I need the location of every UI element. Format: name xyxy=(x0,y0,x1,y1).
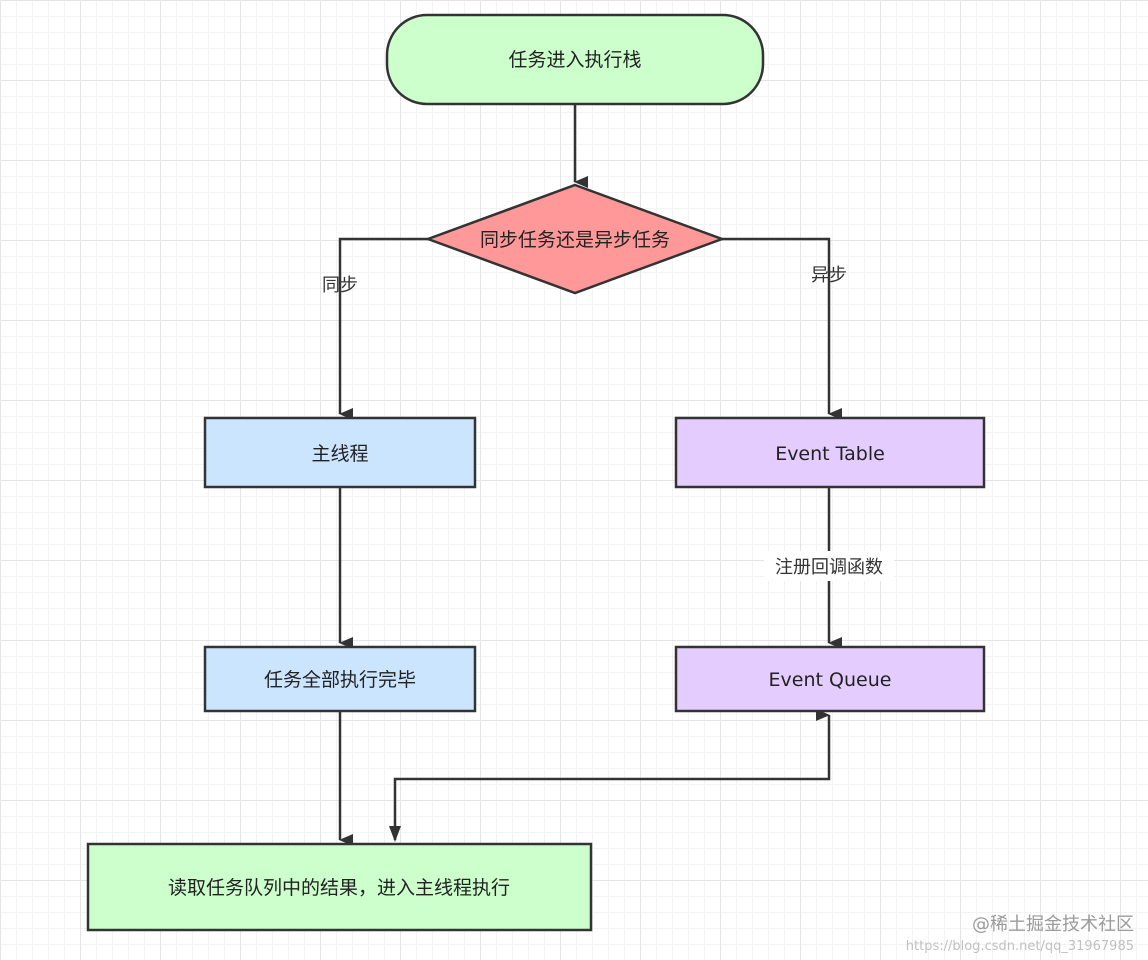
watermark-brand: @稀土掘金技术社区 xyxy=(972,914,1134,935)
read-queue-box xyxy=(86,842,593,932)
node-event-table: Event Table xyxy=(674,416,986,489)
sync-done-label: 任务全部执行完毕 xyxy=(264,669,416,691)
main-thread-label: 主线程 xyxy=(311,443,368,465)
node-start: 任务进入执行栈 xyxy=(385,13,765,106)
node-main-thread: 主线程 xyxy=(203,416,477,489)
node-sync-done: 任务全部执行完毕 xyxy=(203,645,477,713)
main-thread-box xyxy=(203,416,477,489)
start-label: 任务进入执行栈 xyxy=(508,49,641,71)
event-queue-box xyxy=(674,645,986,713)
decision-label: 同步任务还是异步任务 xyxy=(480,229,670,251)
node-decision: 同步任务还是异步任务 xyxy=(424,183,726,295)
event-table-box xyxy=(674,416,986,489)
start-terminal-shape xyxy=(385,13,765,106)
node-read-queue: 读取任务队列中的结果，进入主线程执行 xyxy=(86,842,593,932)
event-table-label: Event Table xyxy=(775,443,885,465)
decision-diamond-shape xyxy=(424,183,726,295)
edge-decision-to-main-thread xyxy=(338,237,428,420)
edge-decision-to-event-table xyxy=(722,237,842,420)
event-queue-label: Event Queue xyxy=(769,669,892,691)
sync-done-box xyxy=(203,645,477,713)
node-event-queue: Event Queue xyxy=(674,645,986,713)
edge-label-sync: 同步 xyxy=(322,275,358,296)
edge-label-register-bg xyxy=(764,551,894,581)
edge-read-queue-to-event-queue xyxy=(393,709,831,840)
arrowhead-down-into-read-queue xyxy=(389,826,401,842)
watermark-url: https://blog.csdn.net/qq_31967985 xyxy=(905,939,1134,954)
edge-label-async: 异步 xyxy=(811,265,847,286)
read-queue-label: 读取任务队列中的结果，进入主线程执行 xyxy=(168,877,510,899)
edge-label-register-callback: 注册回调函数 xyxy=(775,557,883,578)
